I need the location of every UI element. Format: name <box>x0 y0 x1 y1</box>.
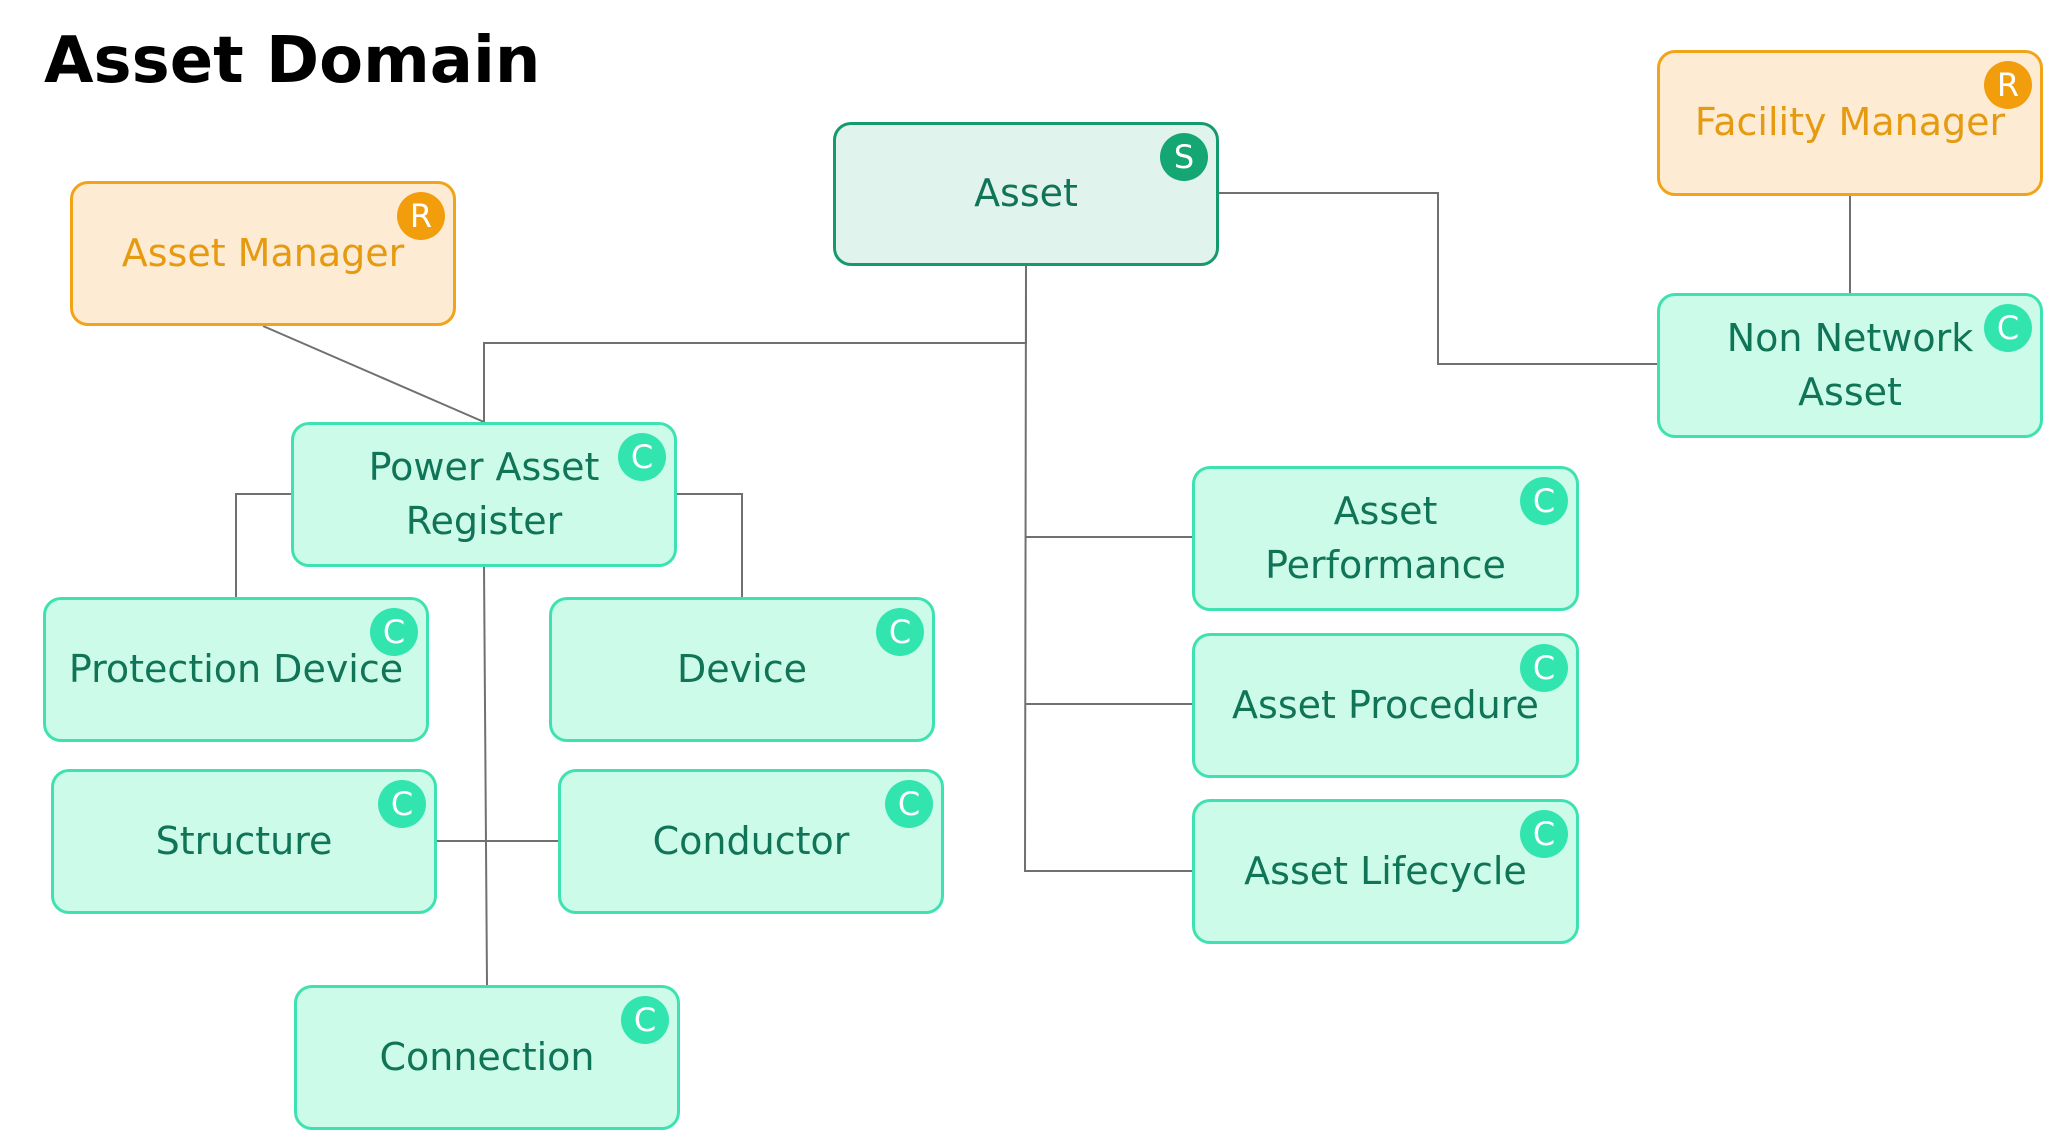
asset-procedure-node-label: Asset Procedure <box>1232 682 1539 727</box>
facility-manager-node[interactable]: Facility Manager R <box>1657 50 2043 196</box>
link-asset-trunk <box>1023 265 1194 872</box>
component-badge-icon: C <box>370 608 418 656</box>
component-badge-icon: C <box>618 433 666 481</box>
connection-node-label: Connection <box>379 1034 595 1079</box>
link-asset-to-power-asset-register <box>483 266 1027 422</box>
asset-manager-node[interactable]: Asset Manager R <box>70 181 456 326</box>
component-badge-icon: C <box>1984 304 2032 352</box>
asset-manager-node-label: Asset Manager <box>121 230 405 275</box>
component-badge-icon: C <box>885 780 933 828</box>
connection-node[interactable]: Connection C <box>294 985 680 1130</box>
structure-node[interactable]: Structure C <box>51 769 437 914</box>
asset-performance-node-label: Asset Performance <box>1265 489 1506 587</box>
link-power-asset-register-to-protection-device <box>235 493 293 597</box>
component-badge-icon: C <box>876 608 924 656</box>
asset-lifecycle-node-label: Asset Lifecycle <box>1244 848 1527 893</box>
component-badge-icon: C <box>621 996 669 1044</box>
component-badge-icon: C <box>378 780 426 828</box>
role-badge-icon: R <box>1984 61 2032 109</box>
asset-node[interactable]: Asset S <box>833 122 1219 266</box>
asset-node-label: Asset <box>974 171 1078 216</box>
structure-node-label: Structure <box>155 818 333 863</box>
link-asset-to-non-network-asset <box>1219 192 1657 365</box>
non-network-asset-node-label: Non Network Asset <box>1726 316 1974 414</box>
device-node-label: Device <box>677 646 807 691</box>
asset-lifecycle-node[interactable]: Asset Lifecycle C <box>1192 799 1579 944</box>
link-power-asset-register-to-device <box>676 493 743 597</box>
facility-manager-node-label: Facility Manager <box>1694 100 2006 145</box>
power-asset-register-node-label: Power Asset Register <box>368 445 600 543</box>
non-network-asset-node[interactable]: Non Network Asset C <box>1657 293 2043 438</box>
subject-badge-icon: S <box>1160 133 1208 181</box>
asset-procedure-node[interactable]: Asset Procedure C <box>1192 633 1579 778</box>
conductor-node[interactable]: Conductor C <box>558 769 944 914</box>
device-node[interactable]: Device C <box>549 597 935 742</box>
protection-device-node[interactable]: Protection Device C <box>43 597 429 742</box>
conductor-node-label: Conductor <box>652 818 850 863</box>
page-title: Asset Domain <box>44 24 541 98</box>
protection-device-node-label: Protection Device <box>68 646 404 691</box>
power-asset-register-node[interactable]: Power Asset Register C <box>291 422 677 567</box>
link-power-asset-register-to-connection <box>483 565 488 986</box>
component-badge-icon: C <box>1520 644 1568 692</box>
role-badge-icon: R <box>397 192 445 240</box>
asset-performance-node[interactable]: Asset Performance C <box>1192 466 1579 611</box>
link-asset-manager-to-power-asset-register <box>262 325 485 423</box>
component-badge-icon: C <box>1520 477 1568 525</box>
component-badge-icon: C <box>1520 810 1568 858</box>
